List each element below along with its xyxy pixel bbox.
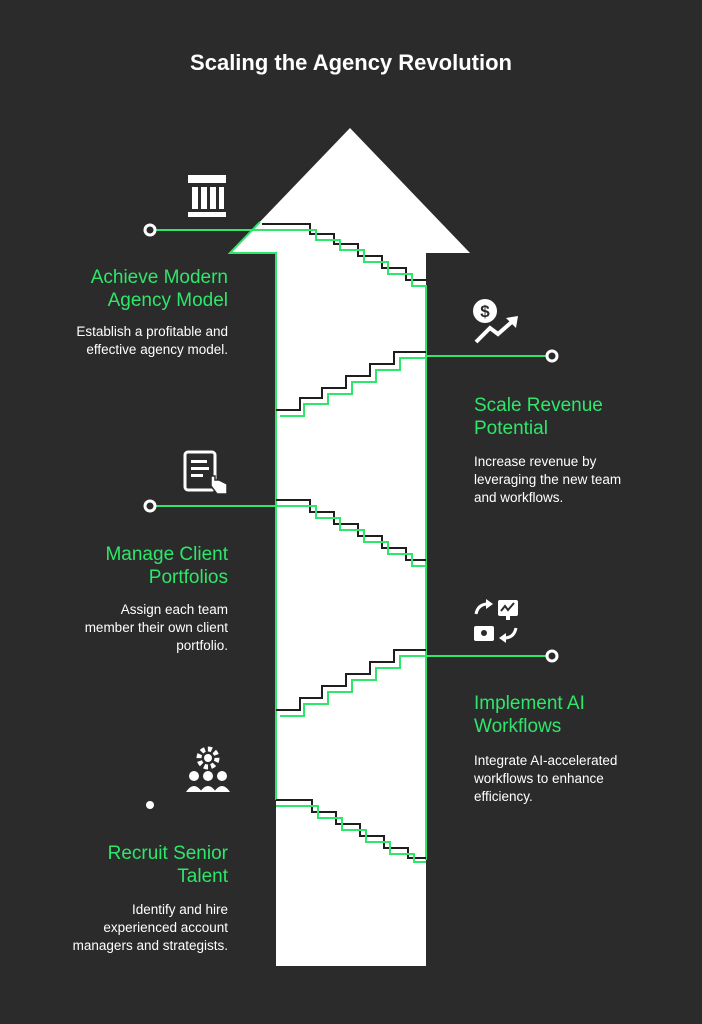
stairs-1 (262, 223, 426, 287)
step-1-description: Establish a profitable and effective age… (20, 323, 228, 359)
step-3-desc-line1: Assign each team (120, 602, 228, 617)
connector-4 (426, 649, 559, 663)
svg-text:$: $ (480, 302, 490, 321)
connector-1 (143, 223, 276, 237)
step-3-desc-line3: portfolio. (176, 638, 228, 653)
workflow-screens-icon (474, 599, 518, 643)
step-1-desc-line2: effective agency model. (86, 342, 228, 357)
step-4-desc-line3: efficiency. (474, 789, 533, 804)
step-4-desc-line1: Integrate AI-accelerated (474, 753, 618, 768)
step-5-desc-line1: Identify and hire (131, 902, 228, 917)
stairs-4 (276, 649, 426, 717)
institution-columns-icon (188, 175, 226, 217)
step-1-desc-line1: Establish a profitable and (76, 324, 228, 339)
step-5-title-line1: Recruit Senior (107, 843, 228, 864)
connector-3 (143, 499, 276, 513)
stairs-3 (276, 499, 426, 567)
stairs-2 (276, 351, 426, 417)
connector-2 (426, 349, 559, 363)
step-3-title-line2: Portfolios (148, 567, 228, 588)
step-2-desc-line2: leveraging the new team (474, 472, 622, 487)
page-title: Scaling the Agency Revolution (190, 50, 512, 75)
step-5-desc-line2: experienced account (103, 920, 228, 935)
step-4-title: Implement AI Workflows (474, 692, 674, 738)
step-2-desc-line1: Increase revenue by (474, 454, 597, 469)
step-2-description: Increase revenue by leveraging the new t… (474, 453, 684, 507)
step-2-title-line2: Potential (474, 418, 548, 439)
step-4-title-line1: Implement AI (474, 693, 585, 714)
step-1-title-line2: Agency Model (107, 290, 228, 311)
step-5-title: Recruit Senior Talent (40, 842, 228, 888)
step-3-title-line1: Manage Client (105, 544, 228, 565)
arrow-shape (230, 128, 470, 966)
team-gear-icon (186, 746, 230, 792)
step-5-description: Identify and hire experienced account ma… (20, 901, 228, 955)
step-3-desc-line2: member their own client (84, 620, 228, 635)
step-3-title: Manage Client Portfolios (40, 543, 228, 589)
stairs-5 (276, 799, 426, 863)
step-3-description: Assign each team member their own client… (20, 601, 228, 655)
step-5-title-line2: Talent (177, 866, 228, 887)
step-4-description: Integrate AI-accelerated workflows to en… (474, 752, 684, 806)
step-1-title: Achieve Modern Agency Model (40, 266, 228, 312)
dollar-growth-icon: $ (473, 299, 518, 344)
step-4-desc-line2: workflows to enhance (474, 771, 604, 786)
document-touch-icon (183, 450, 228, 495)
arrow-green-edge-left (227, 221, 277, 800)
step-2-desc-line3: and workflows. (474, 490, 564, 505)
step-4-title-line2: Workflows (474, 716, 562, 737)
step-2-title-line1: Scale Revenue (474, 395, 603, 416)
step-2-title: Scale Revenue Potential (474, 394, 674, 440)
connector-5-dot (146, 801, 154, 809)
step-1-title-line1: Achieve Modern (90, 267, 228, 288)
step-5-desc-line3: managers and strategists. (72, 938, 228, 953)
